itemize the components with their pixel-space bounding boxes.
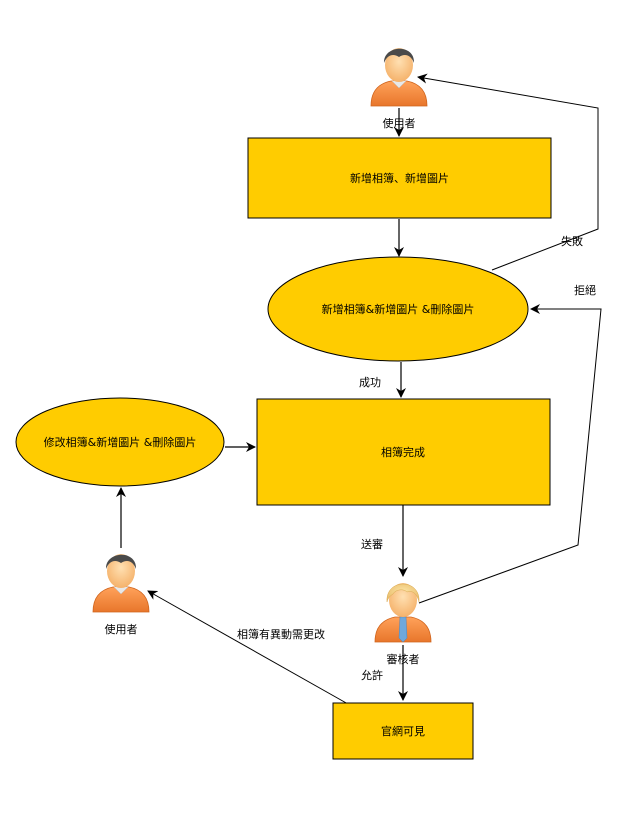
node-modify-ellipse[interactable]: 修改相簿&新增圖片 &刪除圖片 (15, 397, 225, 487)
actor-user-top-label: 使用者 (383, 117, 416, 130)
actor-user-top[interactable]: 使用者 (370, 48, 428, 130)
edge-label-allow: 允許 (361, 668, 383, 682)
node-album-done-label: 相簿完成 (381, 445, 425, 459)
user-icon (92, 554, 150, 613)
actor-user-left[interactable]: 使用者 (92, 554, 150, 636)
reviewer-icon (374, 583, 432, 643)
edge-label-fail: 失敗 (561, 234, 583, 248)
edge-label-reject: 拒絕 (574, 284, 596, 297)
actor-user-left-label: 使用者 (105, 623, 138, 636)
edge-label-success: 成功 (359, 376, 381, 389)
node-edit-ellipse-main[interactable]: 新增相簿&新增圖片 &刪除圖片 (267, 256, 529, 362)
edge-fail (417, 73, 599, 271)
node-site-visible[interactable]: 官網可見 (332, 702, 474, 760)
node-modify-ellipse-label: 修改相簿&新增圖片 &刪除圖片 (44, 435, 197, 449)
node-add-album-images[interactable]: 新增相簿、新增圖片 (247, 137, 552, 219)
edge-label-change: 相簿有異動需更改 (237, 627, 325, 641)
edge-label-submit: 送審 (361, 537, 383, 551)
edge-reject (418, 304, 602, 604)
node-album-done[interactable]: 相簿完成 (256, 398, 551, 506)
node-edit-ellipse-main-label: 新增相簿&新增圖片 &刪除圖片 (322, 302, 475, 316)
actor-reviewer[interactable]: 審核者 (374, 583, 432, 666)
node-add-album-images-label: 新增相簿、新增圖片 (350, 171, 449, 185)
edge-change (147, 590, 349, 705)
actor-reviewer-label: 審核者 (387, 652, 420, 666)
node-site-visible-label: 官網可見 (381, 724, 425, 738)
user-icon (370, 48, 428, 107)
